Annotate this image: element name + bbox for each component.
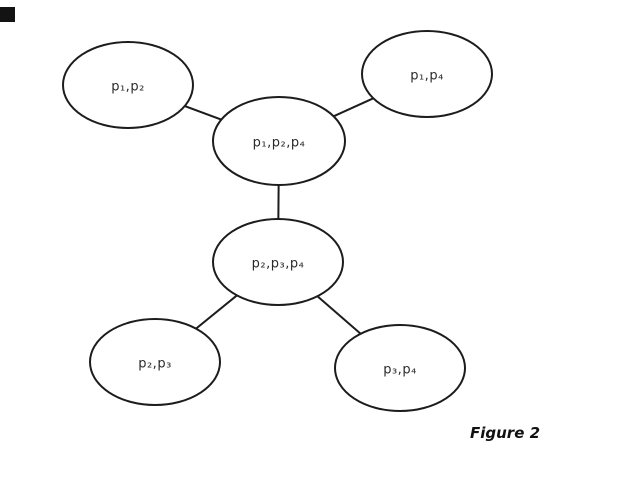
- node-label: p₁,p₂: [111, 79, 145, 95]
- node-label: p₁,p₄: [410, 68, 444, 84]
- node-label: p₂,p₃: [138, 356, 172, 372]
- corner-marker: [0, 7, 15, 22]
- node-label: p₁,p₂,p₄: [252, 135, 306, 151]
- graph-node-ellipse: [212, 96, 346, 186]
- node-label: p₂,p₃,p₄: [251, 256, 305, 272]
- graph-node-ellipse: [89, 318, 221, 406]
- graph-node-ellipse: [62, 41, 194, 129]
- graph-node-ellipse: [212, 218, 344, 306]
- graph-node-ellipse: [361, 30, 493, 118]
- node-label: p₃,p₄: [383, 362, 417, 378]
- graph-node-ellipse: [334, 324, 466, 412]
- figure-caption: Figure 2: [470, 424, 541, 442]
